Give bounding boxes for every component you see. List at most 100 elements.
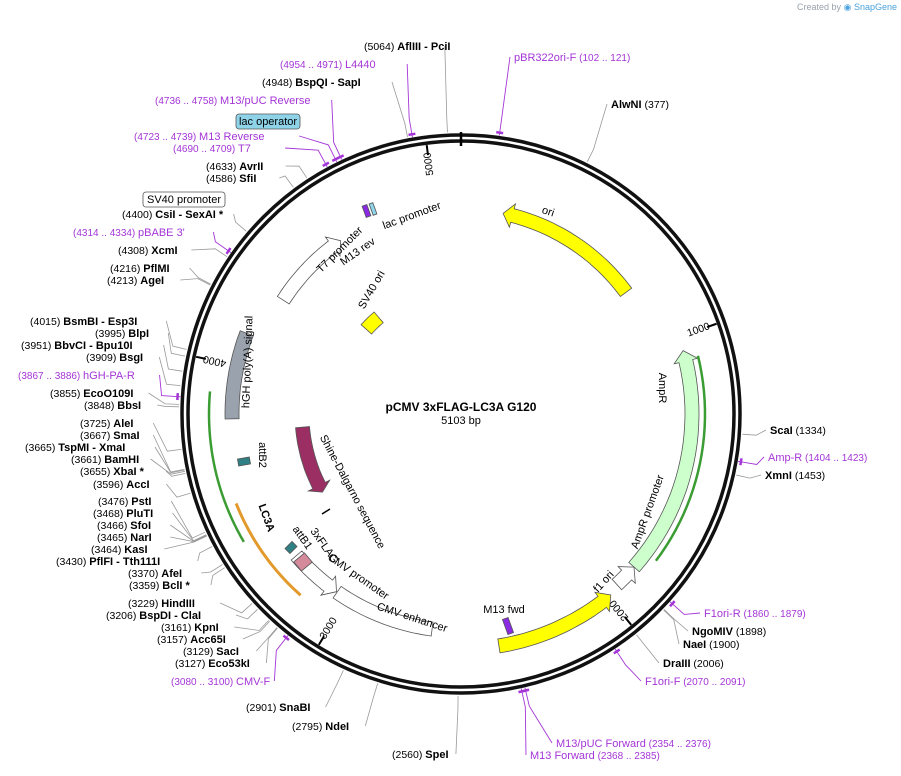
feature-box-lac-operator[interactable] — [235, 113, 301, 130]
feature-attb1[interactable] — [284, 540, 298, 555]
primer-t7[interactable]: (4690 .. 4709) T7 — [173, 143, 251, 155]
feature-cmv-enhancer[interactable] — [332, 585, 434, 637]
feature-lac-operator[interactable] — [368, 202, 378, 216]
site-nari[interactable]: (3465) NarI — [97, 532, 152, 544]
site-bbvci-part-1: BbvCI — [54, 340, 86, 352]
site-pflmi[interactable]: (4216) PflMI — [110, 263, 170, 275]
primer-m13-puc-reverse[interactable]: (4736 .. 4758) M13/pUC Reverse — [155, 95, 311, 107]
site-scai[interactable]: ScaI (1334) — [770, 425, 826, 437]
feature-m13-fwd[interactable] — [501, 616, 515, 636]
primer-cmv-f[interactable]: (3080 .. 3100) CMV-F — [171, 676, 271, 688]
site-bspqi-part-2: - — [328, 77, 338, 89]
site-kasi[interactable]: (3464) KasI — [91, 544, 148, 556]
feature-lc3a[interactable] — [295, 426, 331, 493]
site-bspqi-part-1: BspQI — [295, 77, 327, 89]
site-bbsi-part-0: (3848) — [84, 400, 117, 412]
backbone-outer — [180, 133, 742, 695]
feature-attb2[interactable] — [237, 456, 251, 467]
tick-1000 — [706, 322, 717, 329]
site-smai[interactable]: (3667) SmaI — [80, 430, 140, 442]
feature-hgh-poly-a-signal[interactable] — [224, 330, 254, 420]
site-ndei[interactable]: (2795) NdeI — [292, 721, 349, 733]
site-bsgi[interactable]: (3909) BsgI — [86, 352, 143, 364]
credit-brand: SnapGene — [853, 2, 897, 12]
site-draiii-part-0: DraIII — [663, 658, 691, 670]
site-afei-part-0: (3370) — [128, 568, 161, 580]
primer-l4440-part-0: (4954 .. 4971) — [280, 60, 345, 71]
primer-f1ori-f[interactable]: F1ori-F (2070 .. 2091) — [645, 676, 746, 688]
site-avrii-part-1: AvrII — [239, 161, 263, 173]
site-alei[interactable]: (3725) AleI — [80, 418, 133, 430]
site-draiii[interactable]: DraIII (2006) — [663, 658, 724, 670]
credit-prefix: Created by — [797, 2, 842, 12]
feature-t7-promoter[interactable] — [276, 236, 342, 305]
site-bbsi[interactable]: (3848) BbsI — [84, 400, 141, 412]
site-afei[interactable]: (3370) AfeI — [128, 568, 182, 580]
site-blpi[interactable]: (3995) BlpI — [95, 328, 149, 340]
primer-m13-puc-forward[interactable]: M13/pUC Forward (2354 .. 2376) — [556, 738, 711, 750]
primer-mark-f1ori-f — [613, 648, 621, 655]
site-acc65i[interactable]: (3157) Acc65I — [157, 634, 226, 646]
site-xmni[interactable]: XmnI (1453) — [765, 470, 825, 482]
site-eco53ki[interactable]: (3127) Eco53kI — [175, 658, 250, 670]
primer-pbr322ori-f[interactable]: pBR322ori-F (102 .. 121) — [514, 52, 630, 64]
site-bsmbi[interactable]: (4015) BsmBI - Esp3I — [30, 316, 137, 328]
site-saci[interactable]: (3129) SacI — [183, 646, 239, 658]
site-bcli[interactable]: (3359) BclI * — [129, 580, 191, 592]
site-leader-eco53ki — [265, 627, 278, 664]
site-kpni[interactable]: (3161) KpnI — [161, 622, 219, 634]
feature-box-sv40-promoter[interactable] — [142, 191, 226, 208]
site-ngomiv-part-0: NgoMIV — [692, 626, 734, 638]
site-xcmi[interactable]: (4308) XcmI — [118, 245, 178, 257]
site-bamhi[interactable]: (3661) BamHI — [71, 454, 139, 466]
site-sfii-part-0: (4586) — [206, 173, 239, 185]
site-pflfi[interactable]: (3430) PflFI - Tth111I — [56, 556, 160, 568]
feature-m13-rev[interactable] — [361, 203, 372, 219]
site-csii[interactable]: (4400) CsiI - SexAI * — [122, 209, 224, 221]
site-sfoi[interactable]: (3466) SfoI — [97, 520, 151, 532]
site-hindiii-part-1: HindIII — [161, 598, 195, 610]
site-sfii[interactable]: (4586) SfiI — [206, 173, 256, 185]
primer-leader-hgh-pa-r — [159, 374, 181, 398]
primer-m13-reverse[interactable]: (4723 .. 4739) M13 Reverse — [134, 131, 264, 143]
feature-3xflag[interactable] — [293, 552, 313, 572]
primer-amp-r[interactable]: Amp-R (1404 .. 1423) — [768, 452, 867, 464]
primer-hgh-pa-r[interactable]: (3867 .. 3886) hGH-PA-R — [18, 370, 135, 382]
site-bspqi[interactable]: (4948) BspQI - SapI — [262, 77, 361, 89]
site-alwni[interactable]: AlwNI (377) — [611, 99, 669, 111]
feature-f1-ori[interactable] — [497, 591, 612, 654]
site-ngomiv[interactable]: NgoMIV (1898) — [692, 626, 766, 638]
site-acci[interactable]: (3596) AccI — [93, 479, 150, 491]
primer-mark-amp-r — [739, 458, 743, 466]
site-snabi[interactable]: (2901) SnaBI — [246, 702, 310, 714]
site-bbvci[interactable]: (3951) BbvCI - Bpu10I — [21, 340, 133, 352]
site-hindiii[interactable]: (3229) HindIII — [128, 598, 195, 610]
site-tspmi[interactable]: (3665) TspMI - XmaI — [25, 442, 125, 454]
site-agei[interactable]: (4213) AgeI — [107, 275, 164, 287]
primer-leader-f1ori-r — [669, 601, 701, 615]
site-saci-part-0: (3129) — [183, 646, 216, 658]
primer-hgh-pa-r-part-0: (3867 .. 3886) — [18, 371, 83, 382]
site-afliii[interactable]: (5064) AflIII - PciI — [364, 41, 450, 53]
feature-ori[interactable] — [502, 202, 633, 298]
site-avrii[interactable]: (4633) AvrII — [206, 161, 263, 173]
site-psti[interactable]: (3476) PstI — [98, 496, 151, 508]
primer-m13-forward-part-0: M13 Forward — [530, 750, 595, 762]
feature-sv40-ori[interactable] — [360, 311, 384, 335]
site-naei[interactable]: NaeI (1900) — [683, 639, 740, 651]
primer-l4440[interactable]: (4954 .. 4971) L4440 — [280, 59, 376, 71]
primer-m13-forward[interactable]: M13 Forward (2368 .. 2385) — [530, 750, 660, 762]
site-ecoo109i[interactable]: (3855) EcoO109I — [50, 388, 133, 400]
tick-3000 — [317, 635, 325, 646]
site-afliii-part-3: PciI — [431, 41, 451, 53]
site-bsmbi-part-0: (4015) — [30, 316, 63, 328]
primer-cmv-f-part-0: (3080 .. 3100) — [171, 677, 236, 688]
site-pluti[interactable]: (3468) PluTI — [93, 508, 153, 520]
site-bspdi[interactable]: (3206) BspDI - ClaI — [106, 610, 201, 622]
site-xcmi-part-0: (4308) — [118, 245, 151, 257]
site-xbai[interactable]: (3655) XbaI * — [80, 466, 145, 478]
primer-pbabe-3[interactable]: (4314 .. 4334) pBABE 3' — [73, 227, 185, 239]
feature-ampr-promoter[interactable] — [611, 566, 636, 591]
site-spei[interactable]: (2560) SpeI — [392, 749, 449, 761]
primer-f1ori-r[interactable]: F1ori-R (1860 .. 1879) — [704, 608, 806, 620]
